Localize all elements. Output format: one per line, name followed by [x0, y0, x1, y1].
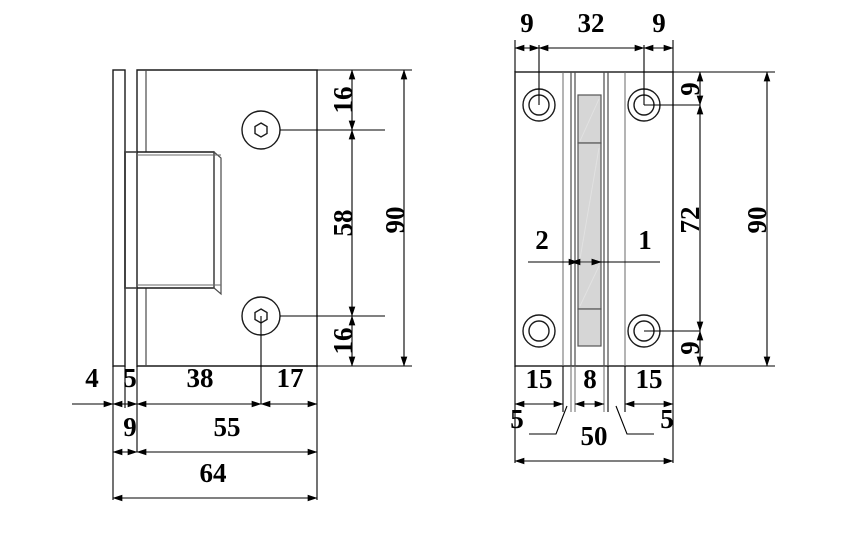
- dim-label-90: 90: [380, 207, 410, 234]
- dim-label-5-right: 5: [660, 404, 674, 434]
- front-elevation-view: 9 32 9 2 1 9 72 9 90: [510, 8, 775, 465]
- dim-label-2: 2: [535, 225, 549, 255]
- dim-label-9-left: 9: [520, 8, 534, 38]
- hex-socket-upper: [254, 122, 268, 138]
- leader-5-left: [529, 405, 568, 435]
- dim-label-9-right: 9: [652, 8, 666, 38]
- dim-label-9-bottom: 9: [675, 341, 705, 355]
- knuckle-segment-4: [577, 308, 602, 347]
- dim-label-58: 58: [328, 210, 358, 237]
- dim-label-17: 17: [277, 363, 304, 393]
- dim-label-32: 32: [578, 8, 605, 38]
- dim-label-90-right: 90: [742, 207, 772, 234]
- side-elevation-view: 16 58 16 90 4 5 38 17: [72, 69, 412, 502]
- dim-label-55: 55: [214, 412, 241, 442]
- dim-label-38: 38: [187, 363, 214, 393]
- dim-label-16-bottom: 16: [328, 328, 358, 355]
- dim-label-1: 1: [638, 225, 652, 255]
- knuckle-hatch-3: [579, 265, 600, 307]
- dim-label-50: 50: [581, 421, 608, 451]
- hole-group-bottom-left: [522, 314, 556, 348]
- front-plate-outline: [514, 71, 674, 367]
- dim-label-16-top: 16: [328, 87, 358, 114]
- knuckle-hatch-1: [579, 98, 600, 142]
- dim-label-15-right: 15: [636, 364, 663, 394]
- dim-label-5-left: 5: [510, 404, 524, 434]
- front-hole-bl-outer: [522, 314, 556, 348]
- dim-label-64: 64: [200, 458, 227, 488]
- dim-label-72: 72: [675, 207, 705, 234]
- dim-label-9-top: 9: [675, 82, 705, 96]
- knuckle-hatch-2: [579, 147, 600, 260]
- dim-label-8: 8: [583, 364, 597, 394]
- dim-label-9: 9: [123, 412, 137, 442]
- pivot-block-chamfer: [213, 150, 222, 296]
- leader-5-right: [615, 405, 654, 435]
- dim-label-5: 5: [123, 363, 137, 393]
- dim-label-4: 4: [85, 363, 99, 393]
- front-hole-bl-inner: [528, 320, 550, 342]
- dim-label-15-left: 15: [526, 364, 553, 394]
